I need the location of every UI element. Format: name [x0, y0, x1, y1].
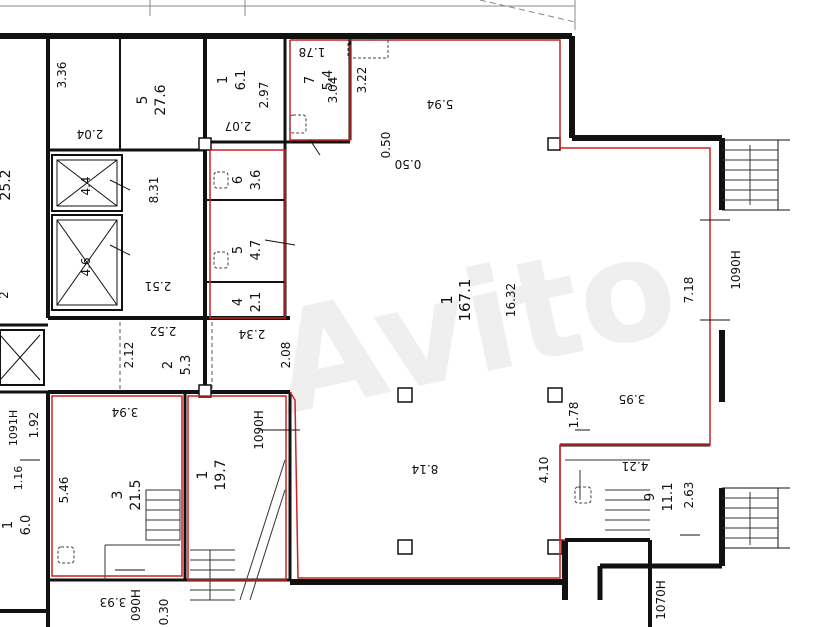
opening-label: 1091Н: [7, 410, 20, 446]
dimension-label: 2.34: [239, 327, 266, 341]
room-area: 6.0: [19, 515, 34, 536]
dimension-label: 4.21: [622, 459, 649, 473]
opening-label: 1070Н: [654, 580, 668, 620]
room-number: 1: [438, 295, 456, 305]
lift-2-label: 4.6: [79, 257, 93, 276]
room-number: 7: [303, 76, 318, 84]
room-area: 2.1: [249, 292, 264, 313]
exterior-stair-bottom: [722, 492, 778, 545]
lift-1-label: 4.4: [79, 176, 93, 195]
room-area: 5.4: [321, 70, 336, 91]
room-number: 5: [231, 246, 246, 254]
room-number: 5: [135, 96, 151, 105]
room-area: 3.6: [249, 170, 264, 191]
dimension-label: 16.32: [504, 283, 518, 317]
dimension-label: 3.04: [326, 77, 340, 104]
dimension-label: 2.04: [77, 127, 104, 141]
dimension-label: 5.94: [427, 97, 454, 111]
dimension-label: 3.94: [112, 405, 139, 419]
dimension-labels: 1.78 5.94 3.22 3.04 2.97 3.36 2.04 2.07 0.500.50…: [0, 45, 696, 625]
dimension-label: 8.14: [412, 462, 439, 476]
dimension-label: 1.78: [567, 402, 581, 429]
watermark-text: Avito: [259, 203, 690, 447]
room-area: 11.1: [661, 483, 676, 512]
dimension-label: 0.50: [379, 132, 393, 159]
dashed-partitions: [119, 322, 213, 392]
room-number: 6: [231, 176, 246, 184]
room-number: 3: [110, 491, 126, 500]
room-area: 4.4: [79, 176, 93, 195]
dimension-label: 3.36: [55, 62, 69, 89]
dimension-label: 0.50: [395, 157, 422, 171]
room-area: 167.1: [456, 279, 474, 322]
opening-label: 1090Н: [729, 250, 743, 290]
top-boundary: [0, 0, 576, 30]
dimension-label: 3.93: [100, 595, 127, 609]
dimension-label: 3.95: [619, 392, 646, 406]
opening-label: 090Н: [129, 589, 143, 621]
stair-room-3: [104, 489, 181, 580]
highlighted-area: [51, 39, 711, 581]
opening-labels: 1090Н 1090Н 1091Н 1070Н 090Н: [7, 250, 743, 621]
room-area: 4.7: [249, 240, 264, 261]
room-area: 27.6: [153, 84, 169, 115]
dimension-label: 4.10: [537, 457, 551, 484]
room-area: 6.1: [234, 70, 249, 91]
dimension-label: 25.2: [0, 169, 14, 200]
dimension-label: 2.07: [225, 119, 252, 133]
room-number: 2: [161, 361, 176, 369]
opening-label: 1090Н: [252, 410, 266, 450]
plumbing-fixtures: [57, 39, 592, 564]
dimension-label: 2.52: [150, 324, 177, 338]
room-area: 4.6: [79, 257, 93, 276]
room-area: 21.5: [128, 479, 144, 510]
dimension-label: 1.78: [299, 45, 326, 59]
dimension-label: 0.30: [157, 599, 171, 626]
dimension-label: 2.97: [257, 82, 271, 109]
dimension-label: 2.51: [145, 279, 172, 293]
room-number: 1: [216, 76, 231, 84]
dimension-label: 5.46: [57, 477, 71, 504]
room-area: 19.7: [213, 459, 229, 490]
room-number: 9: [643, 493, 658, 501]
lift-shafts: [0, 154, 123, 386]
columns: [198, 137, 563, 555]
dimension-label: 2: [0, 291, 11, 299]
dimension-label: 2.63: [682, 482, 696, 509]
exterior-stair-top: [722, 145, 778, 205]
stair-room-9: [565, 459, 650, 531]
dimension-ticks: [20, 139, 730, 571]
dimension-label: 3.22: [355, 67, 369, 94]
dimension-label: 7.18: [682, 277, 696, 304]
room-number: 1: [1, 521, 16, 529]
dimension-label: 2.08: [279, 342, 293, 369]
dimension-label: 1.92: [27, 412, 41, 439]
dimension-label: 8.31: [147, 177, 161, 204]
dimension-label: 2.12: [122, 342, 136, 369]
room-number: 1: [195, 471, 211, 480]
dimension-label: 1.16: [12, 466, 25, 491]
room-number: 4: [231, 298, 246, 306]
room-area: 5.3: [179, 355, 194, 376]
stair-room-1-stair: [190, 459, 286, 601]
